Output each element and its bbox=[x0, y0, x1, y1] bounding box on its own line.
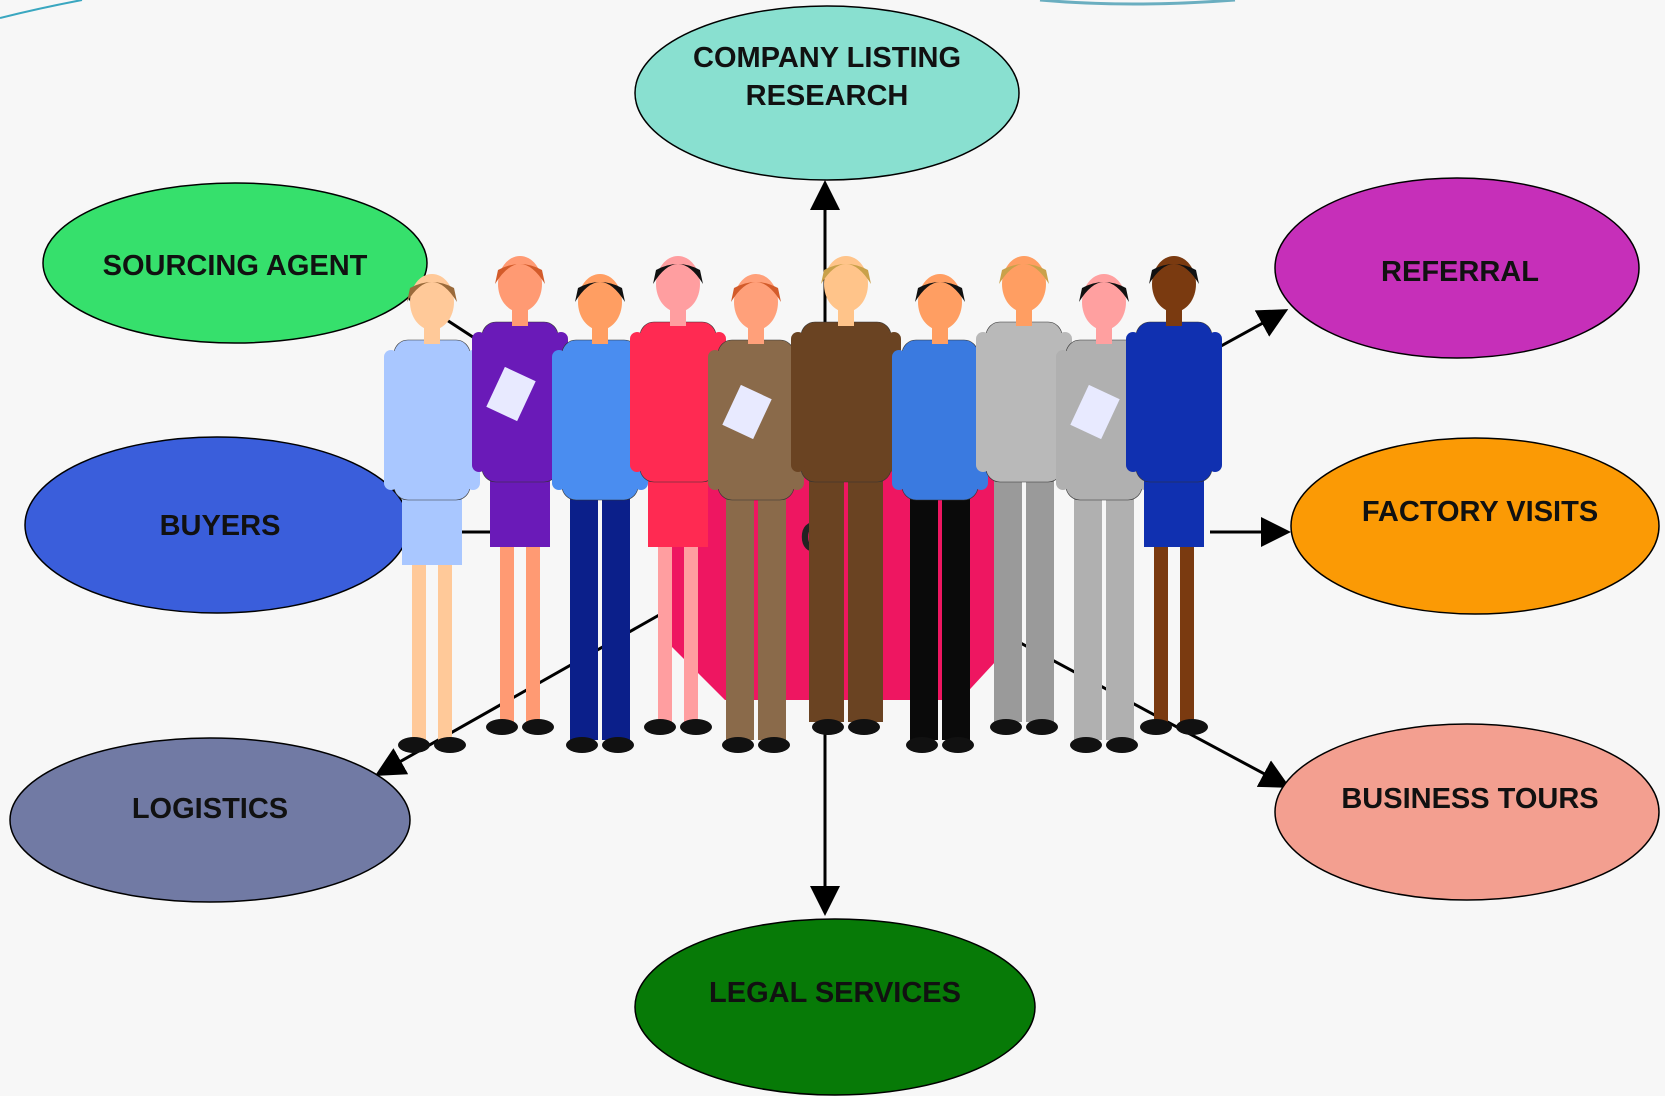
person-figure bbox=[892, 274, 988, 753]
person-figure bbox=[472, 256, 568, 735]
person-figure bbox=[976, 256, 1072, 735]
top-right-swoosh-decoration bbox=[1039, 0, 1236, 6]
factory-visits-ellipse[interactable] bbox=[1290, 437, 1660, 615]
business-tours-ellipse[interactable] bbox=[1274, 723, 1660, 901]
top-left-swoosh-decoration bbox=[0, 0, 83, 19]
node-ellipses bbox=[9, 5, 1660, 1096]
logistics-ellipse[interactable] bbox=[9, 737, 411, 903]
person-figure bbox=[384, 274, 480, 753]
referral-ellipse[interactable] bbox=[1274, 177, 1640, 359]
person-figure bbox=[791, 256, 901, 735]
person-figure bbox=[552, 274, 648, 753]
buyers-ellipse[interactable] bbox=[24, 436, 410, 614]
legal-services-ellipse[interactable] bbox=[634, 918, 1036, 1096]
business-people-group-illustration bbox=[384, 256, 1222, 753]
person-figure bbox=[630, 256, 726, 735]
sourcing-agent-ellipse[interactable] bbox=[42, 182, 428, 344]
company-listing-research-ellipse[interactable] bbox=[634, 5, 1020, 181]
person-figure bbox=[1126, 256, 1222, 735]
